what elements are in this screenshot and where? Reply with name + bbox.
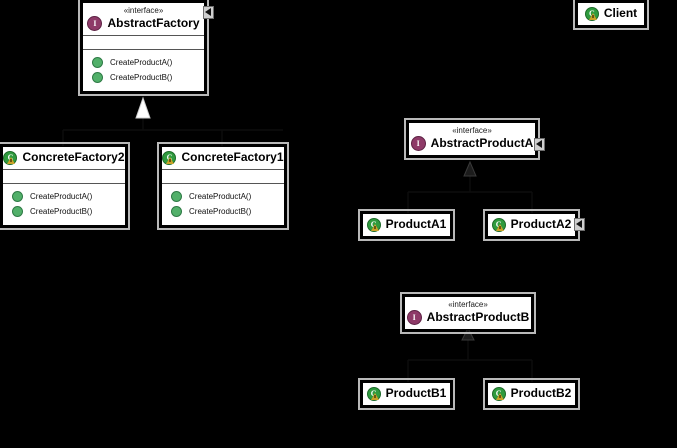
abstract-factory-attributes: [83, 36, 204, 50]
class-icon: C: [491, 386, 506, 401]
operation-row[interactable]: CreateProductB(): [162, 204, 284, 219]
node-product-b2[interactable]: C ProductB2: [483, 378, 580, 410]
generalization-arrow-factory: [135, 96, 151, 119]
generalization-factories: [62, 118, 283, 146]
generalization-product-a: [407, 176, 533, 213]
interface-icon: I: [406, 310, 422, 325]
abstract-factory-name: AbstractFactory: [107, 16, 200, 30]
abstract-factory-edge-handle[interactable]: [203, 6, 214, 19]
client-header: C Client: [578, 3, 644, 25]
product-b2-name: ProductB2: [510, 386, 572, 400]
class-icon: C: [491, 217, 506, 232]
operation-label: CreateProductB(): [110, 73, 173, 82]
class-icon: C: [162, 150, 177, 165]
public-operation-icon: [12, 191, 23, 202]
node-client[interactable]: C Client: [573, 0, 649, 30]
concrete-factory2-header: C ConcreteFactory2: [3, 147, 125, 170]
operation-label: CreateProductB(): [189, 207, 252, 216]
interface-icon: I: [87, 16, 103, 31]
abstract-factory-stereotype: «interface»: [123, 6, 164, 15]
product-a2-edge-handle[interactable]: [574, 218, 585, 231]
product-a1-header: C ProductA1: [363, 214, 450, 236]
node-abstract-product-b[interactable]: «interface» I AbstractProductB: [400, 292, 536, 334]
operation-row[interactable]: CreateProductA(): [162, 189, 284, 204]
generalization-product-b: [407, 340, 533, 382]
abstract-product-a-stereotype: «interface»: [452, 126, 492, 135]
product-b1-name: ProductB1: [385, 386, 447, 400]
abstract-product-a-edge-handle[interactable]: [534, 138, 545, 151]
class-icon: C: [3, 150, 18, 165]
abstract-factory-header: «interface» I AbstractFactory: [83, 3, 204, 36]
concrete-factory2-operations: CreateProductA() CreateProductB(): [3, 184, 125, 225]
product-a2-name: ProductA2: [510, 217, 572, 231]
operation-label: CreateProductA(): [110, 58, 173, 67]
product-a2-header: C ProductA2: [488, 214, 575, 236]
node-concrete-factory2[interactable]: C ConcreteFactory2 CreateProductA() Crea…: [0, 142, 130, 230]
abstract-product-b-header: «interface» I AbstractProductB: [405, 297, 531, 329]
generalization-arrow-product-a: [463, 160, 477, 177]
product-a1-name: ProductA1: [385, 217, 447, 231]
operation-row[interactable]: CreateProductA(): [3, 189, 125, 204]
public-operation-icon: [92, 57, 103, 68]
node-product-b1[interactable]: C ProductB1: [358, 378, 455, 410]
public-operation-icon: [171, 206, 182, 217]
product-b2-header: C ProductB2: [488, 383, 575, 405]
class-icon: C: [584, 6, 599, 21]
class-icon: C: [366, 386, 381, 401]
operation-row[interactable]: CreateProductB(): [3, 204, 125, 219]
public-operation-icon: [12, 206, 23, 217]
public-operation-icon: [92, 72, 103, 83]
node-product-a2[interactable]: C ProductA2: [483, 209, 580, 241]
abstract-factory-operations: CreateProductA() CreateProductB(): [83, 50, 204, 91]
abstract-product-b-stereotype: «interface»: [448, 300, 488, 309]
concrete-factory1-operations: CreateProductA() CreateProductB(): [162, 184, 284, 225]
node-concrete-factory1[interactable]: C ConcreteFactory1 CreateProductA() Crea…: [157, 142, 289, 230]
concrete-factory1-header: C ConcreteFactory1: [162, 147, 284, 170]
node-product-a1[interactable]: C ProductA1: [358, 209, 455, 241]
class-icon: C: [366, 217, 381, 232]
public-operation-icon: [171, 191, 182, 202]
node-abstract-product-a[interactable]: «interface» I AbstractProductA: [404, 118, 540, 160]
abstract-product-b-name: AbstractProductB: [426, 310, 530, 324]
abstract-product-a-header: «interface» I AbstractProductA: [409, 123, 535, 155]
node-abstract-factory[interactable]: «interface» I AbstractFactory CreateProd…: [78, 0, 209, 96]
operation-label: CreateProductA(): [30, 192, 93, 201]
operation-row[interactable]: CreateProductA(): [83, 55, 204, 70]
operation-row[interactable]: CreateProductB(): [83, 70, 204, 85]
operation-label: CreateProductB(): [30, 207, 93, 216]
concrete-factory1-attributes: [162, 170, 284, 184]
client-name: Client: [603, 6, 638, 20]
abstract-product-a-name: AbstractProductA: [430, 136, 534, 150]
concrete-factory2-name: ConcreteFactory2: [22, 150, 125, 164]
operation-label: CreateProductA(): [189, 192, 252, 201]
concrete-factory1-name: ConcreteFactory1: [181, 150, 284, 164]
concrete-factory2-attributes: [3, 170, 125, 184]
product-b1-header: C ProductB1: [363, 383, 450, 405]
interface-icon: I: [410, 136, 426, 151]
